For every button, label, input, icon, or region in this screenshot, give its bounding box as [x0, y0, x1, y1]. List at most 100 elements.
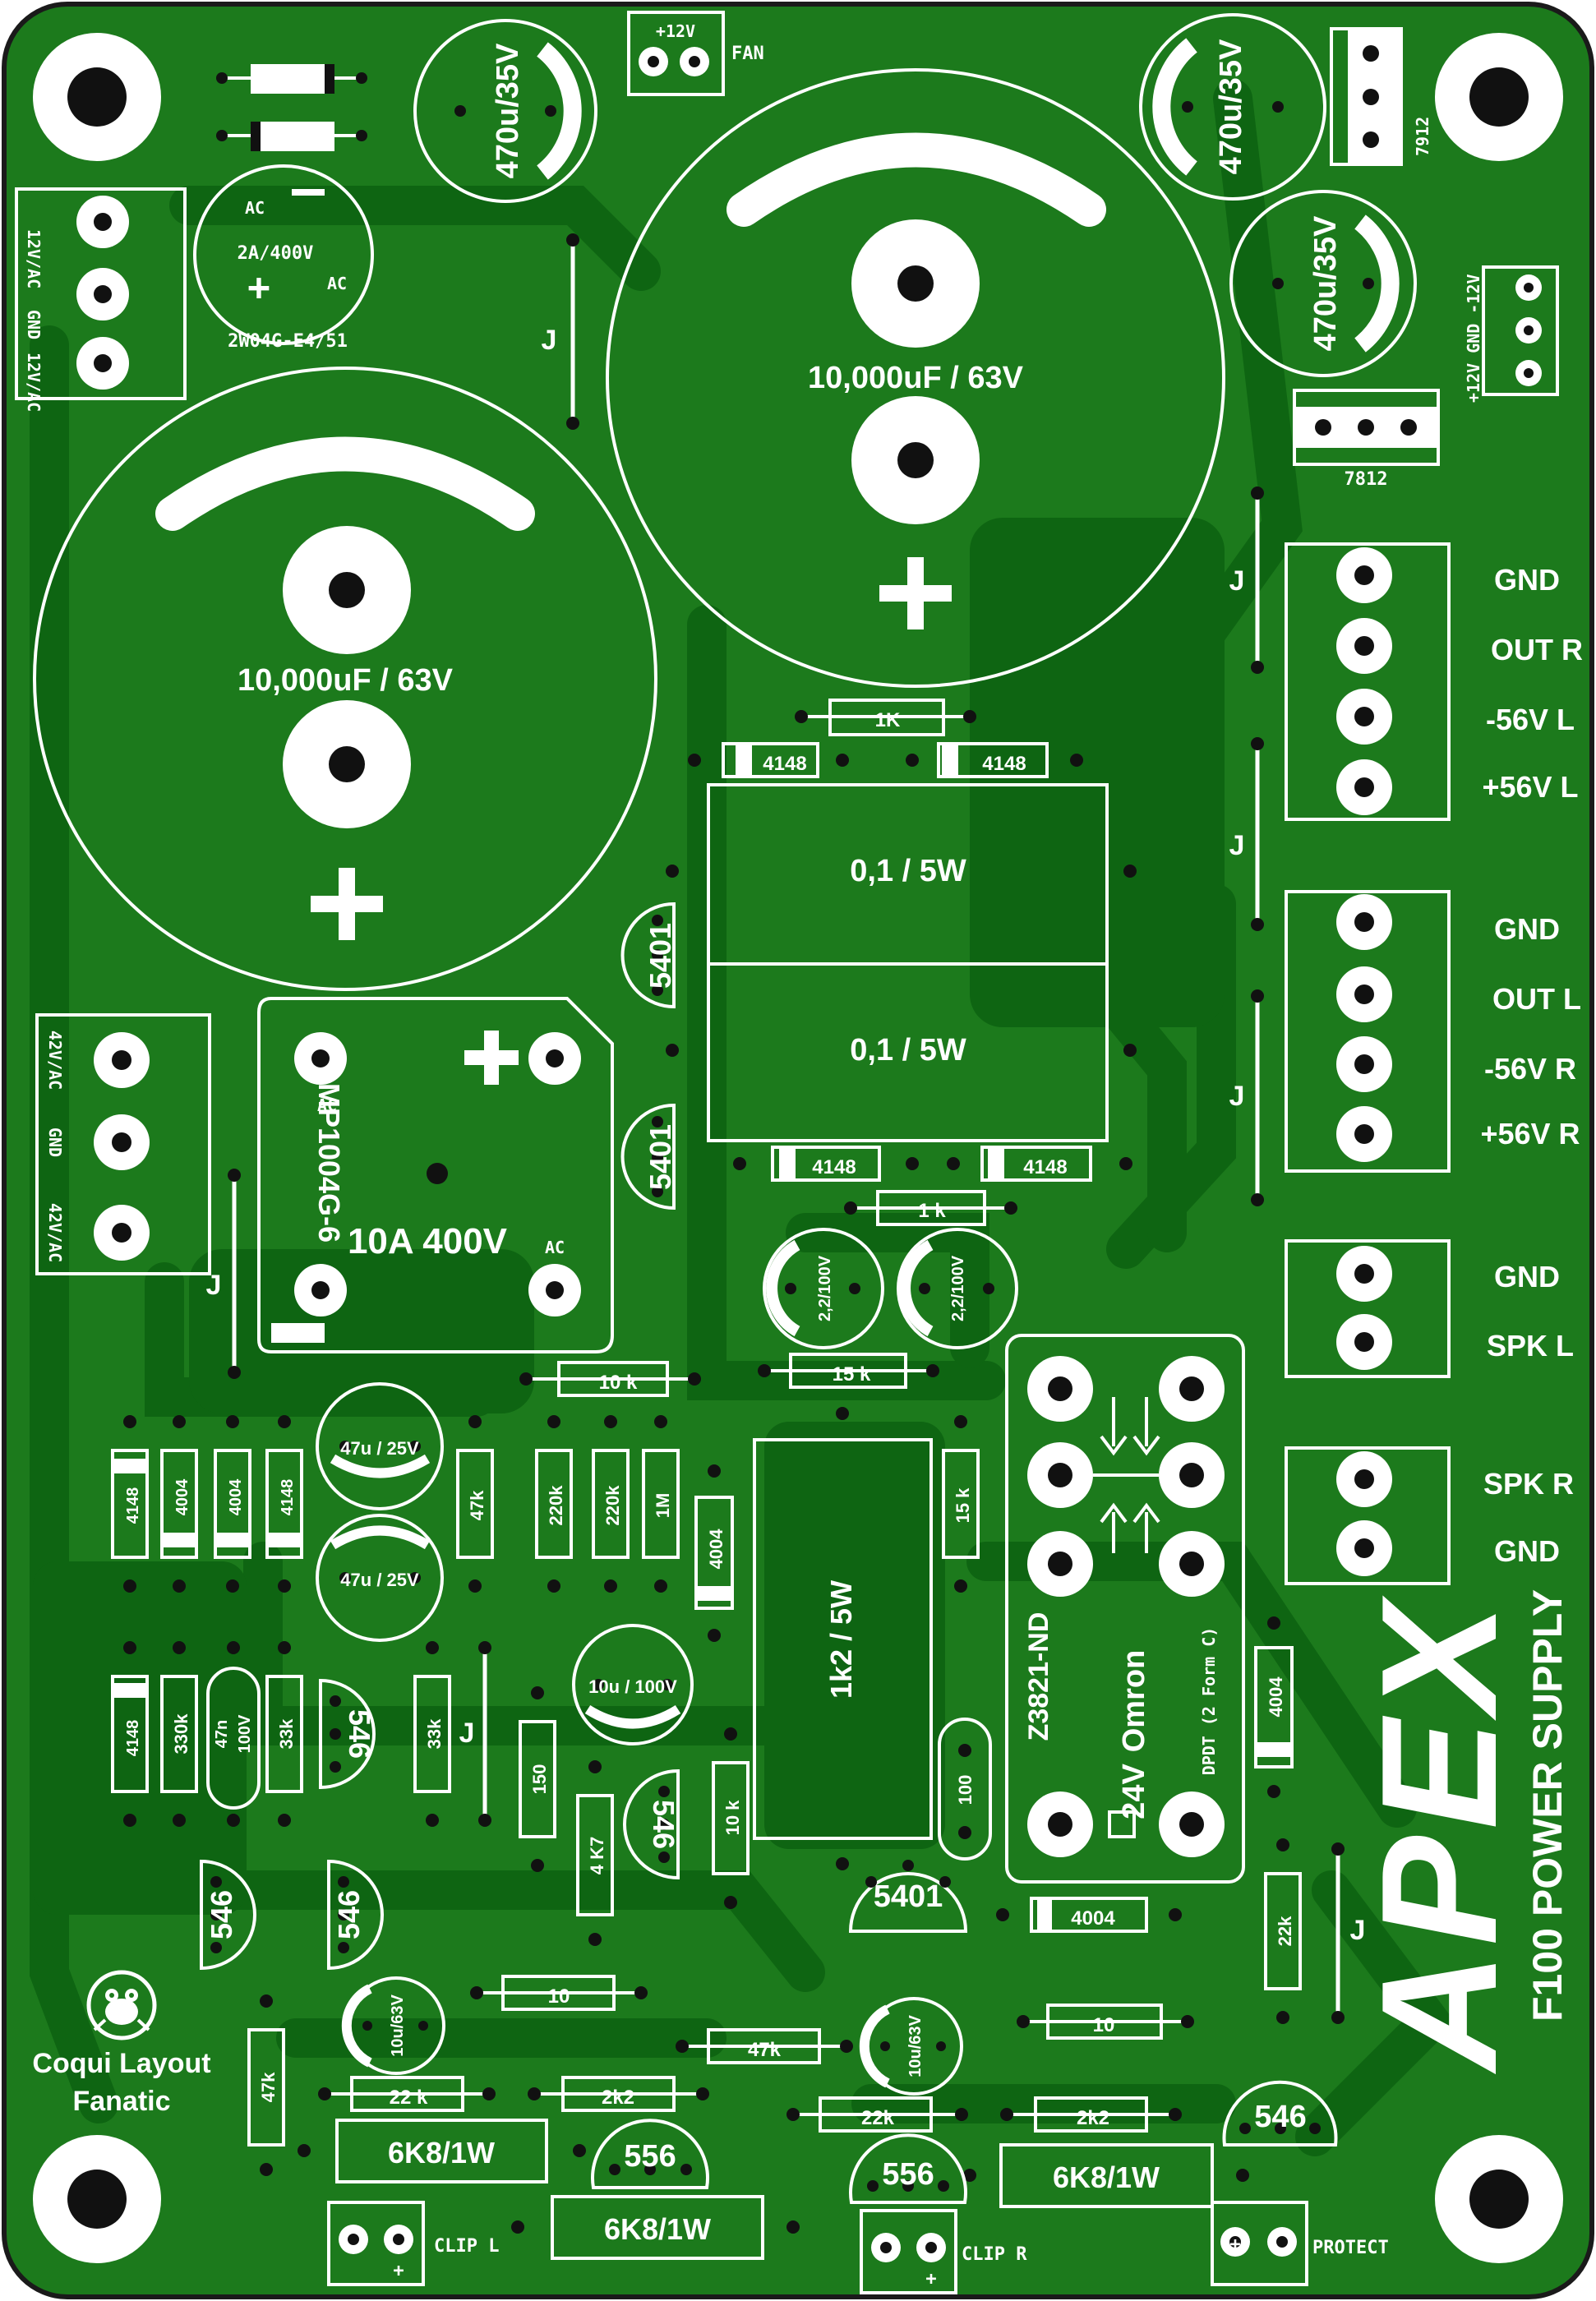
credit-line-1: Coqui Layout: [32, 2048, 210, 2079]
fan-connector: +12V FAN: [627, 11, 764, 96]
cap-470u-c-label: 470u/35V: [1308, 215, 1343, 351]
transistor-5401-b: 5401: [620, 1103, 677, 1210]
transistor-556-b: 556: [849, 2133, 967, 2204]
resistor-220k-a-label: 220k: [546, 1485, 566, 1526]
resistor-1m-label: 1M: [653, 1493, 673, 1519]
diode-4148-vertical-2: 4148: [111, 1641, 149, 1827]
resistor-220k-b: 220k: [592, 1415, 630, 1593]
header-protect: + PROTECT: [1211, 2201, 1389, 2286]
resistor-10-a-label: 10: [548, 1985, 570, 2008]
cap-470u-a: 470u/35V: [413, 19, 597, 203]
terminal-out-r-pin4: +56V L: [1482, 770, 1578, 804]
resistor-1k-top: 1K: [795, 699, 976, 736]
bridge-small-plus: +: [247, 265, 270, 309]
resistor-2k2-a-label: 2k2: [602, 2087, 634, 2109]
terminal-42vac-pin1: 42V/AC: [45, 1031, 65, 1090]
resistor-01-b-label: 0,1 / 5W: [850, 1033, 966, 1067]
resistor-6k8-c: 6K8/1W: [963, 2143, 1249, 2208]
diode-4004-horizontal-label: 4004: [1071, 1907, 1115, 1930]
resistor-33k-a: 33k: [265, 1641, 303, 1827]
svg-text:+: +: [393, 2261, 404, 2281]
cap-10000uf-b: 10,000uF / 63V: [606, 68, 1225, 688]
resistor-2k2-b-label: 2k2: [1077, 2107, 1109, 2129]
diode-4004-relay-label: 4004: [1266, 1676, 1286, 1718]
diode-4004-a: 4004: [216, 64, 367, 94]
cap-2-2-a: 2,2/100V: [763, 1228, 884, 1349]
regulator-7912-label: 7912: [1413, 117, 1432, 156]
bridge-small-ac1: AC: [245, 198, 265, 218]
diode-4004-a-label: 4004: [268, 69, 309, 90]
relay-voltage-label: 24V: [1117, 1764, 1151, 1819]
terminal-spk-l-pin2: SPK L: [1487, 1329, 1574, 1363]
resistor-220k-a: 220k: [535, 1415, 573, 1593]
diode-vertical-1-label: 4148: [124, 1487, 142, 1524]
cap-10u-63v-a: 10u/63V: [341, 1976, 445, 2075]
terminal-out-r-pin2: OUT R: [1491, 633, 1583, 666]
diode-vertical-3: 4004: [214, 1415, 251, 1593]
jumper-mid-label: J: [459, 1718, 475, 1749]
diode-4148-c-label: 4148: [812, 1156, 856, 1178]
regulator-7912: 7912: [1330, 27, 1432, 166]
terminal-out-r-pin1: GND: [1494, 563, 1560, 597]
resistor-1k-mid-label: 1 k: [918, 1200, 946, 1222]
resistor-150: 150: [519, 1686, 556, 1872]
bridge-big-rating: 10A 400V: [348, 1221, 508, 1261]
bridge-small-part: 2W04G-E4/51: [228, 331, 348, 352]
relay-brand-label: Omron: [1117, 1650, 1151, 1753]
jumper-lower-right: J: [1331, 1842, 1365, 2024]
relay-omron: Z3821-ND Omron 24V DPDT (2 Form C): [1005, 1334, 1245, 1884]
cap-100-label: 100: [955, 1775, 976, 1805]
jumper-right-2-label: J: [1229, 830, 1245, 861]
diode-4148-c: 4148: [733, 1146, 919, 1182]
transistor-546-d-label: 546: [332, 1890, 366, 1939]
transistor-5401-b-label: 5401: [643, 1124, 677, 1190]
cap-10u-100v-label: 10u / 100V: [588, 1676, 677, 1697]
resistor-1m: 1M: [642, 1415, 680, 1593]
diode-4004-b-label: 4004: [274, 127, 316, 147]
jumper-right-1-label: J: [1229, 565, 1245, 597]
resistor-15k-a: 15 k: [758, 1353, 939, 1389]
aux-header-label: +12V GND -12V: [1464, 274, 1483, 403]
resistor-6k8-a: 6K8/1W: [298, 2119, 586, 2183]
cap-10000uf-a: 10,000uF / 63V: [33, 367, 657, 991]
terminal-out-r-pin3: -56V L: [1486, 703, 1575, 736]
bridge-big-ac1: AC: [317, 1095, 337, 1115]
diode-vertical-1: 4148: [111, 1415, 149, 1593]
terminal-12vac-pin1: 12V/AC: [24, 229, 44, 288]
resistor-47k-horizontal-label: 47k: [748, 2039, 782, 2061]
resistor-10k-a-label: 10 k: [599, 1372, 638, 1394]
resistor-10-b: 10: [1017, 2004, 1194, 2040]
resistor-22k-a: 22 k: [318, 2076, 496, 2112]
cap-470u-b: 470u/35V: [1139, 13, 1326, 201]
resistor-1k-mid: 1 k: [844, 1190, 1017, 1226]
terminal-out-l-pin3: -56V R: [1484, 1052, 1576, 1086]
diode-4004-horizontal: 4004: [996, 1897, 1182, 1933]
resistor-4k7: 4 K7: [576, 1760, 614, 1946]
resistor-330k-label: 330k: [171, 1713, 191, 1755]
bridge-small-ac2: AC: [327, 274, 347, 293]
cap-2-2-a-label: 2,2/100V: [816, 1255, 834, 1321]
resistor-10-a: 10: [470, 1975, 648, 2011]
regulator-7812-label: 7812: [1345, 469, 1388, 490]
terminal-42vac: 42V/AC GND 42V/AC: [35, 1013, 211, 1275]
resistor-47k-vertical-label: 47k: [258, 2072, 279, 2102]
cap-470u-a-label: 470u/35V: [491, 43, 525, 178]
transistor-546-a: 546: [319, 1678, 376, 1790]
cap-10u-100v: 10u / 100V: [572, 1624, 694, 1745]
cap-47u-b-label: 47u / 25V: [340, 1570, 419, 1590]
jumper-right-3: J: [1229, 989, 1264, 1206]
diode-4148-d: 4148: [947, 1146, 1132, 1182]
resistor-1k2-5w: 1k2 / 5W: [753, 1407, 933, 1870]
cap-470u-b-label: 470u/35V: [1214, 39, 1248, 174]
jumper-right-1: J: [1229, 486, 1264, 674]
cap-47u-a: 47u / 25V: [316, 1382, 444, 1510]
resistor-22k-a-label: 22 k: [390, 2087, 428, 2109]
terminal-spk-r: SPK R GND: [1285, 1446, 1574, 1585]
transistor-546-d: 546: [327, 1859, 384, 1971]
resistor-22k-vertical-label: 22k: [1275, 1916, 1295, 1946]
resistor-47k-vertical: 47k: [247, 1994, 285, 2176]
relay-part-label: Z3821-ND: [1023, 1612, 1054, 1741]
resistor-01-a-label: 0,1 / 5W: [850, 854, 966, 888]
transistor-5401-c-label: 5401: [874, 1879, 943, 1914]
